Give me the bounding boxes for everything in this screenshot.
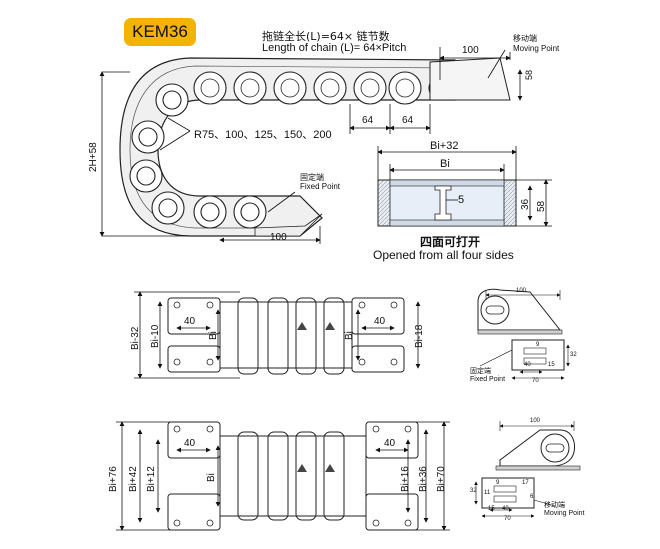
dim-100-top: 100 — [462, 45, 479, 56]
dim-bi-minus-10: Bi-10 — [150, 324, 161, 348]
detail2-moving-cn: 移动端 — [544, 501, 565, 509]
dim-bi12: Bi+12 — [146, 466, 157, 492]
cross-section — [377, 146, 552, 227]
detail1-fixed-en: Fixed Point — [470, 376, 506, 383]
dim-bi16: Bi+16 — [400, 466, 411, 492]
dim-bi-plan1-left: Bi — [208, 331, 219, 340]
dim-40-plan2-right: 40 — [384, 438, 396, 449]
detail2-dim-40: 40 — [502, 506, 509, 512]
dim-40-plan1-left: 40 — [184, 316, 196, 327]
bottom-row-links — [193, 195, 267, 229]
detail2-dim-15: 15 — [488, 506, 495, 512]
detail1-dim-100: 100 — [516, 288, 527, 294]
moving-point-cn: 移动端 — [513, 34, 537, 43]
detail2-dim-70: 70 — [504, 516, 511, 522]
dim-bi-plan1-right: Bi — [344, 331, 355, 340]
detail1-dim-70: 70 — [532, 378, 539, 384]
dim-bi-plan2: Bi — [206, 473, 217, 482]
detail2-dim-9: 9 — [496, 480, 500, 486]
dim-bi42: Bi+42 — [128, 466, 139, 492]
dim-2h58: 2H+58 — [88, 142, 99, 172]
dim-bi: Bi — [440, 158, 450, 170]
dim-bi76: Bi+76 — [108, 466, 119, 492]
dim-64-a: 64 — [362, 115, 374, 126]
moving-bracket-detail — [474, 421, 581, 518]
dim-5: 5 — [458, 194, 465, 206]
fixed-bracket-detail — [477, 288, 570, 380]
detail1-fixed-cn: 固定端 — [470, 367, 491, 375]
fixed-point-cn: 固定端 — [300, 173, 324, 182]
dim-36: 36 — [520, 198, 531, 210]
model-badge: KEM36 — [124, 18, 196, 46]
opened-cn: 四面可打开 — [420, 235, 481, 249]
dim-bi-minus-32: Bi-32 — [130, 326, 141, 350]
chain-length-cn: 拖链全长(L)=64× 链节数 — [262, 30, 390, 43]
dim-100-bottom: 100 — [270, 232, 287, 243]
dim-58-section: 58 — [536, 200, 547, 212]
dim-bi32: Bi+32 — [430, 140, 459, 152]
plan-view-outer-bracket — [116, 421, 450, 531]
radius-list: R75、100、125、150、200 — [194, 129, 332, 141]
plan-view-inner-bracket — [134, 291, 421, 379]
moving-point-en: Moving Point — [513, 44, 560, 53]
opened-en: Opened from all four sides — [373, 248, 514, 262]
detail2-dim-100: 100 — [530, 418, 541, 424]
dim-bi-minus-18: Bi-18 — [414, 324, 425, 348]
dim-40-plan1-right: 40 — [374, 316, 386, 327]
detail2-dim-6: 6 — [530, 494, 534, 500]
dim-bi36: Bi+36 — [418, 466, 429, 492]
dim-58-top: 58 — [524, 69, 534, 80]
detail1-dim-9: 9 — [536, 342, 540, 348]
detail2-dim-17: 17 — [522, 480, 529, 486]
detail1-dim-40: 40 — [524, 362, 531, 368]
chain-length-en: Length of chain (L)= 64×Pitch — [262, 42, 407, 54]
dim-40-plan2-left: 40 — [184, 438, 196, 449]
dim-bi70: Bi+70 — [436, 466, 447, 492]
detail1-dim-32: 32 — [570, 352, 577, 358]
detail2-moving-en: Moving Point — [544, 510, 585, 517]
detail1-dim-15: 15 — [548, 362, 555, 368]
dim-64-b: 64 — [402, 115, 414, 126]
chain-side-view — [99, 47, 523, 244]
fixed-point-en: Fixed Point — [300, 182, 341, 191]
bend-links — [129, 83, 189, 225]
detail2-dim-32: 32 — [470, 488, 477, 494]
detail2-dim-11: 11 — [484, 490, 491, 496]
